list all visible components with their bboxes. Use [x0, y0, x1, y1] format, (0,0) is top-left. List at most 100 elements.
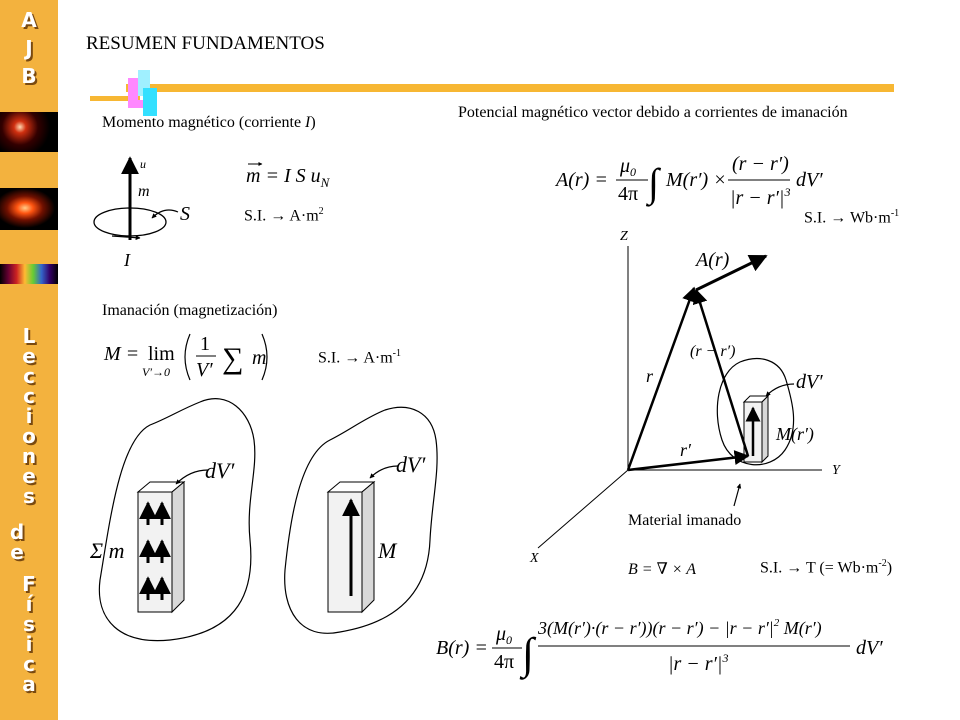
vector-potential-si-exp: -1	[890, 208, 900, 219]
volume-element-side-2	[361, 480, 375, 614]
vp-den: |r − r′|3	[730, 185, 790, 209]
sidebar-letter: n	[21, 444, 37, 468]
fb-integral: ∫	[519, 629, 537, 680]
difference-label: (r − r′)	[690, 343, 735, 360]
potential-vector-a	[695, 254, 768, 292]
volume-element-side	[171, 480, 185, 614]
magnetization-si-exp: -1	[392, 348, 402, 359]
moment-vector-label: m	[138, 183, 150, 200]
sidebar-letter: i	[25, 404, 33, 428]
surface-pointer	[151, 209, 179, 219]
sidebar-photo-spectrum	[0, 264, 58, 284]
volume-label-2: dV′	[396, 452, 426, 477]
deco-pink-block	[128, 78, 138, 108]
magnetization-sum: ∑	[222, 342, 243, 375]
sidebar-letter: e	[10, 540, 24, 564]
sidebar-letter: c	[23, 364, 35, 388]
material-label: Material imanado	[628, 512, 742, 529]
sidebar-letter-j: J	[25, 36, 33, 60]
magnetization-m: m	[252, 347, 266, 369]
field-b-si-extra: (= Wb·m	[815, 559, 879, 577]
magnetization-si: S.I. → A·m-1	[318, 348, 401, 367]
moment-si-text: S.I. → A·m	[244, 207, 319, 225]
vector-potential-si-text: S.I. → Wb·m	[804, 209, 891, 227]
fb-mu: μ0	[495, 623, 512, 647]
moment-label-prefix: Momento magnético (corriente	[102, 114, 306, 131]
dv-label: dV′	[796, 371, 823, 393]
magnetization-paren-left	[184, 333, 191, 381]
r-prime-label: r′	[680, 440, 692, 460]
sidebar-letter-b: B	[21, 64, 37, 88]
curl-formula: B = ∇ × A	[628, 561, 696, 578]
fb-lhs: B(r) =	[436, 637, 488, 659]
magnetization-figure-left: dV′ Σ m	[89, 398, 256, 642]
sidebar: A J B L e c c i o n e s d e F í s i c a	[0, 0, 58, 720]
source-volume-side	[761, 394, 769, 464]
sidebar-letter: c	[23, 652, 35, 676]
moment-label-suffix: )	[310, 114, 316, 131]
deco-pink-block-foot	[128, 100, 148, 108]
field-b-si-extra-exp: -2	[878, 558, 887, 569]
moment-formula-text: m = I S uN	[246, 165, 331, 190]
magnetization-si-text: S.I. → A·m	[318, 349, 393, 367]
sum-moment-label: Σ m	[89, 538, 124, 563]
magnetization-formula-sub: V′→0	[142, 365, 170, 379]
volume-pointer	[175, 469, 209, 485]
loop-direction-arrow	[111, 235, 141, 241]
sidebar-letter-a: A	[21, 8, 37, 32]
curl-formula-text: B = ∇ × A	[628, 561, 696, 578]
fb-num: 3(M(r′)·(r − r′))(r − r′) − |r − r′|2 M(…	[537, 617, 822, 639]
sidebar-photo-laser	[0, 188, 58, 230]
field-b-si-extra-close: )	[886, 559, 893, 577]
material-blob-right	[284, 406, 438, 634]
magnetization-vector-label: M	[377, 538, 398, 563]
field-b-formula: B(r) = μ0 4π ∫ 3(M(r′)·(r − r′))(r − r′)…	[436, 617, 883, 680]
sidebar-letter: a	[22, 672, 36, 696]
vp-mu: μ0	[619, 155, 636, 179]
field-b-si-text: S.I. → T	[760, 559, 816, 577]
magnetic-material-blob	[716, 358, 795, 466]
magnetization-paren-right	[261, 333, 268, 381]
magnetization-frac-num: 1	[200, 333, 210, 355]
vector-potential-label: Potencial magnético vector debido a corr…	[458, 104, 848, 121]
vp-4pi: 4π	[618, 183, 638, 205]
surface-label: S	[180, 203, 190, 225]
volume-element-front-2	[327, 491, 363, 613]
vp-lhs: A(r) =	[554, 169, 608, 191]
magnetization-formula-lim: lim	[148, 343, 175, 365]
material-blob-left	[98, 398, 256, 642]
page-title: RESUMEN FUNDAMENTOS	[86, 33, 325, 54]
source-m-label: M(r′)	[775, 424, 814, 445]
magnetization-formula: M = lim V′→0 1 V′ ∑ m	[103, 333, 268, 381]
fb-dV: dV′	[856, 637, 883, 659]
magnetization-frac-den: V′	[196, 359, 213, 381]
dv-pointer	[765, 383, 795, 397]
moment-label-var: I	[305, 114, 311, 131]
axes-figure: Z Y X A(r) (r − r′) r r′ dV′ M(r′)	[529, 229, 842, 566]
moment-si: S.I. → A·m2	[244, 206, 324, 225]
vector-potential-si: S.I. → Wb·m-1	[804, 208, 899, 227]
sidebar-letter: d	[9, 520, 25, 544]
position-vector-r-prime	[627, 450, 750, 472]
vp-dV: dV′	[796, 169, 823, 191]
magnetization-figure-right: dV′ M	[284, 406, 438, 634]
vector-potential-formula: A(r) = μ0 4π ∫ M(r′) × (r − r′) |r − r′|…	[554, 153, 823, 209]
difference-vector	[692, 288, 750, 457]
moment-formula: m = I S uN	[246, 162, 331, 190]
sidebar-letter: o	[22, 424, 36, 448]
moment-si-exp: 2	[318, 206, 324, 217]
volume-pointer-2	[369, 465, 399, 479]
potential-label: A(r)	[694, 249, 730, 271]
current-label: I	[123, 250, 131, 270]
material-pointer	[733, 483, 742, 507]
sidebar-letter: e	[22, 344, 36, 368]
y-axis-label: Y	[832, 463, 842, 478]
position-vector-r	[626, 286, 697, 471]
sidebar-letter: s	[23, 612, 35, 636]
fb-den: |r − r′|3	[668, 651, 728, 675]
magnetization-formula-lhs: M =	[103, 343, 139, 365]
sidebar-letter: F	[22, 572, 36, 596]
sidebar-letter: i	[25, 632, 33, 656]
header-bar-left	[90, 96, 140, 101]
